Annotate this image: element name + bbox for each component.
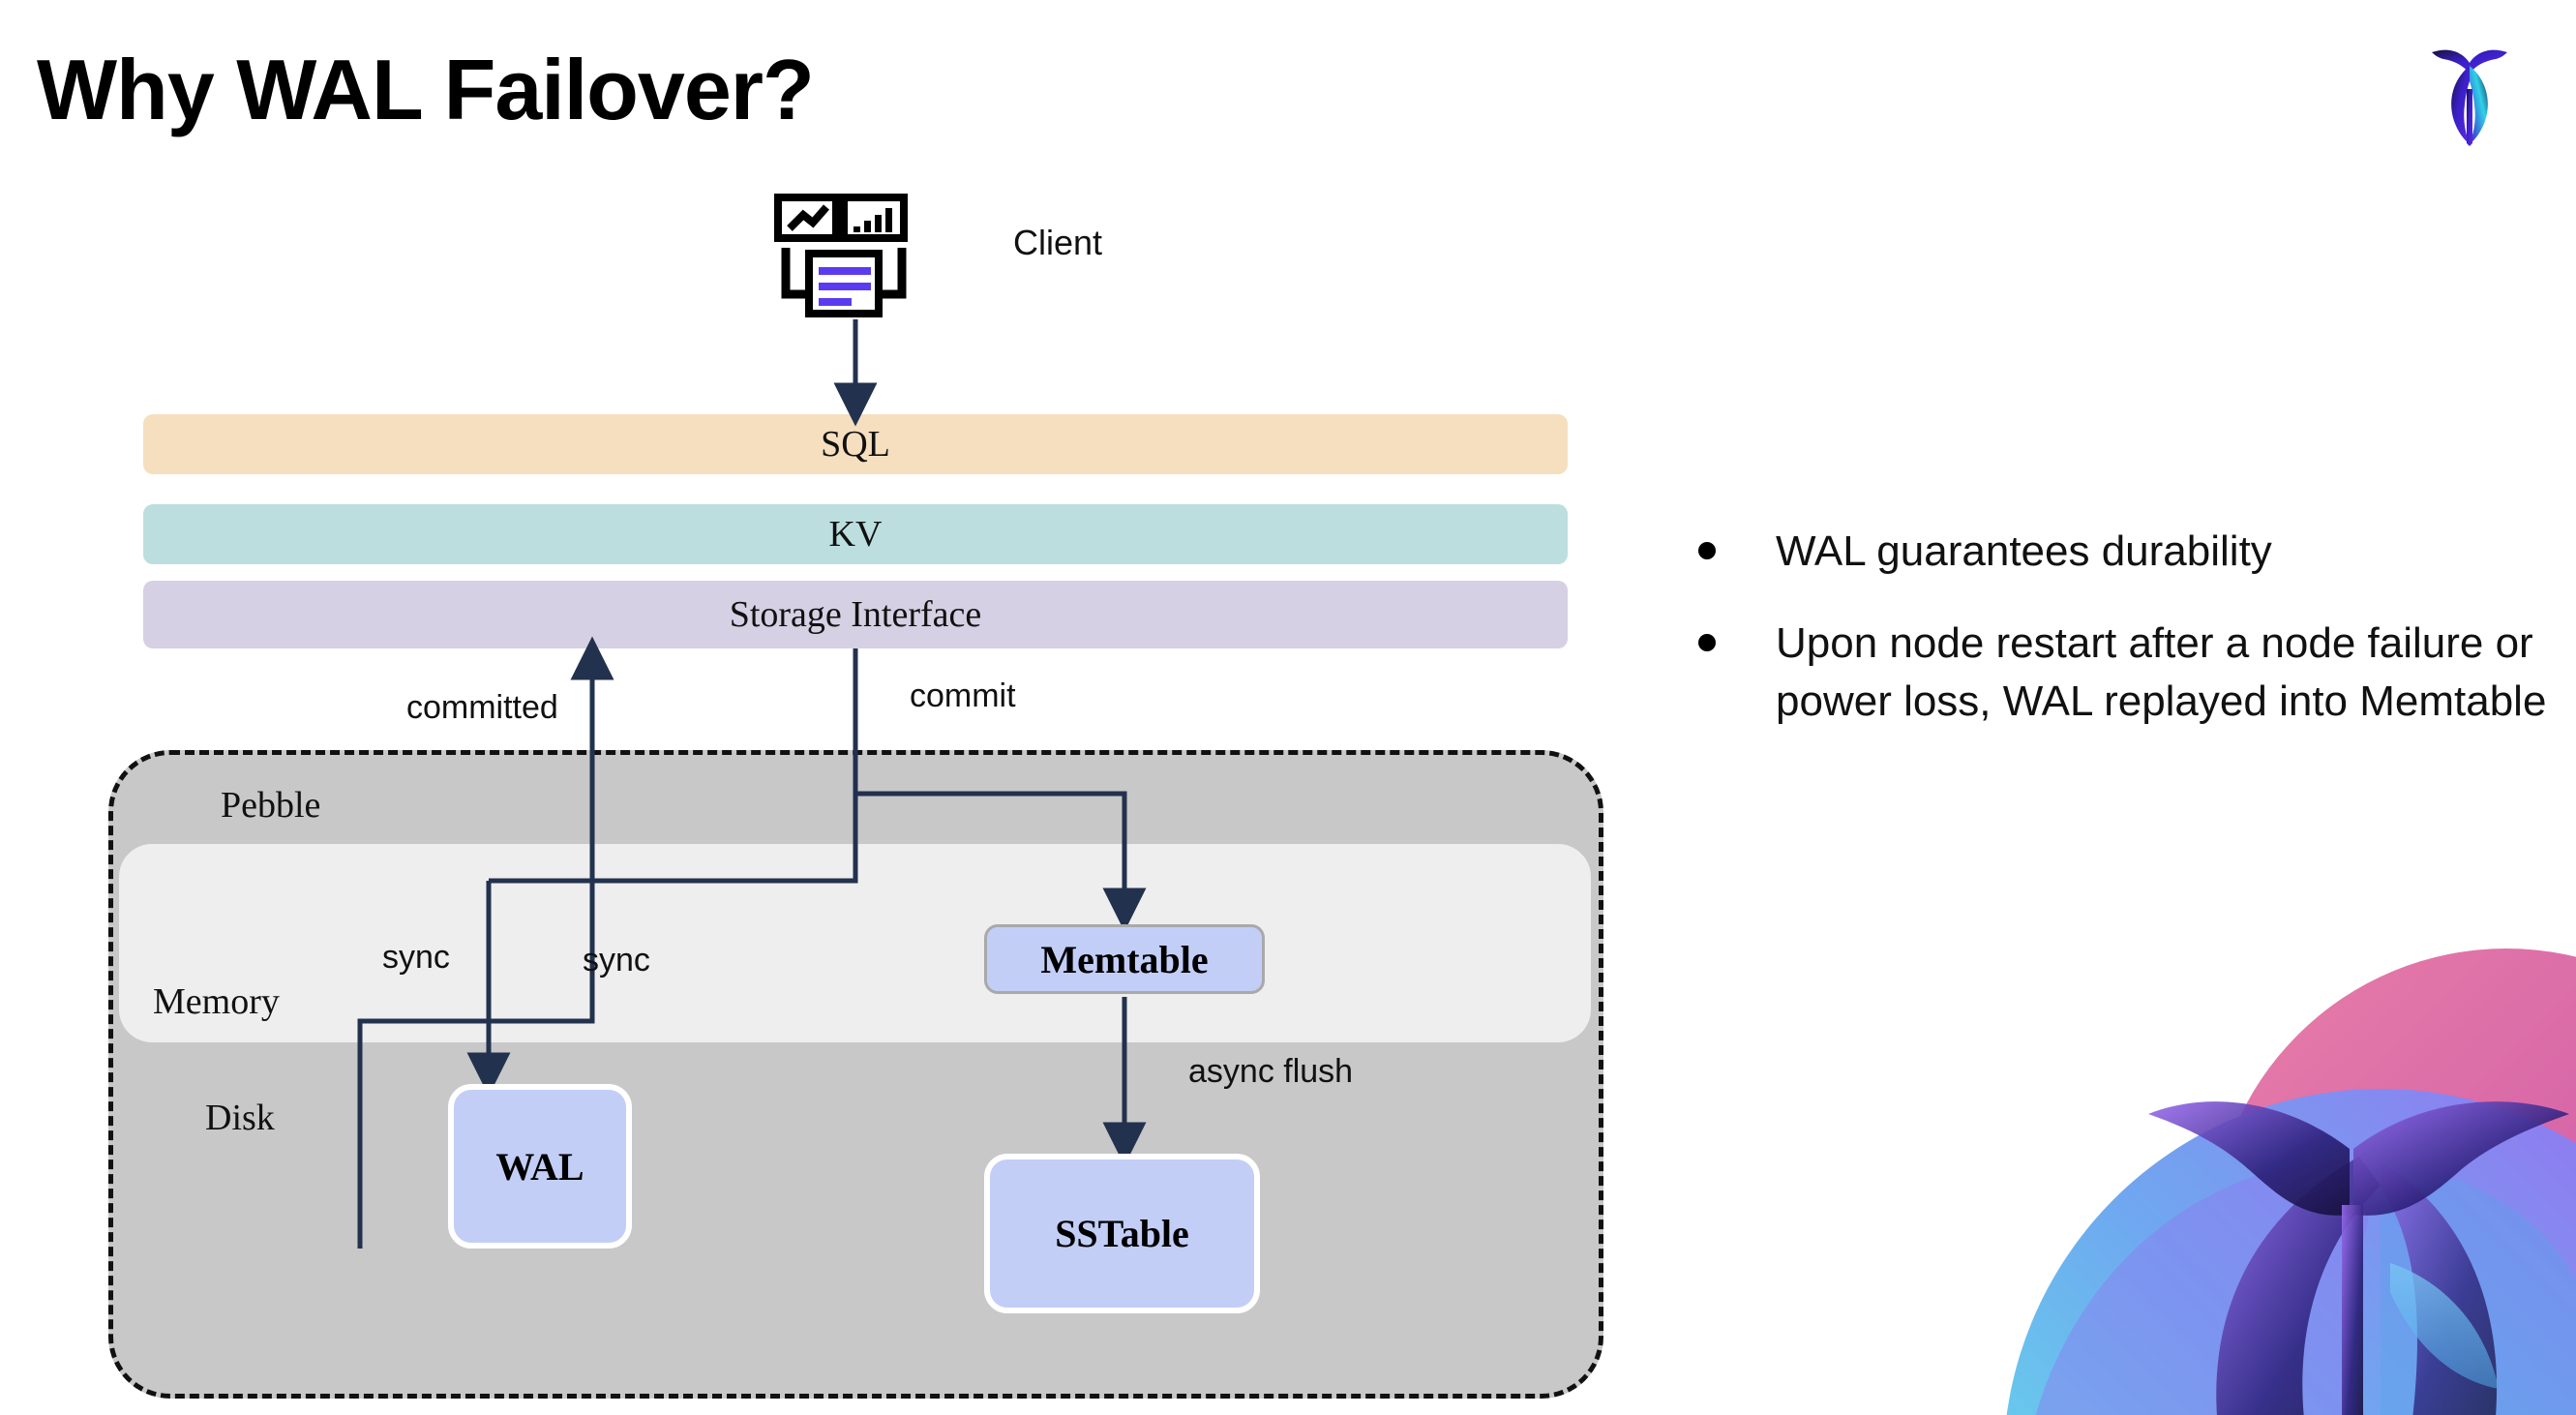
list-item: Upon node restart after a node failure o… (1698, 615, 2550, 732)
bullet-text: WAL guarantees durability (1776, 527, 2272, 575)
bullet-text: Upon node restart after a node failure o… (1776, 618, 2547, 726)
edge-label-sync-right: sync (583, 942, 650, 978)
page-title: Why WAL Failover? (37, 42, 815, 137)
node-sstable[interactable]: SSTable (984, 1154, 1260, 1313)
architecture-diagram: Client SQL KV Storage Interface Pebble M… (108, 194, 1603, 1399)
layer-bar-storage-interface: Storage Interface (143, 581, 1568, 648)
edge-label-committed: committed (406, 689, 558, 726)
edge-label-sync-left: sync (382, 939, 450, 976)
bullet-dot-icon (1698, 633, 1716, 651)
disk-label: Disk (205, 1098, 275, 1138)
bullet-dot-icon (1698, 542, 1716, 559)
edge-label-commit: commit (910, 677, 1016, 714)
client-label: Client (1013, 223, 1103, 262)
diagram-connectors (357, 319, 1147, 1249)
node-wal[interactable]: WAL (448, 1084, 632, 1249)
node-memtable[interactable]: Memtable (984, 924, 1265, 994)
layer-bar-kv: KV (143, 504, 1568, 564)
list-item: WAL guarantees durability (1698, 523, 2550, 582)
client-dashboard-icon (774, 194, 929, 329)
pebble-label: Pebble (221, 785, 321, 826)
layer-bar-sql: SQL (143, 414, 1568, 474)
bullet-list: WAL guarantees durability Upon node rest… (1698, 523, 2550, 765)
cockroach-labs-watermark-icon (1964, 924, 2576, 1415)
edge-label-async-flush: async flush (1188, 1053, 1354, 1090)
cockroach-labs-logo-icon (2407, 31, 2532, 157)
memory-label: Memory (153, 981, 280, 1022)
